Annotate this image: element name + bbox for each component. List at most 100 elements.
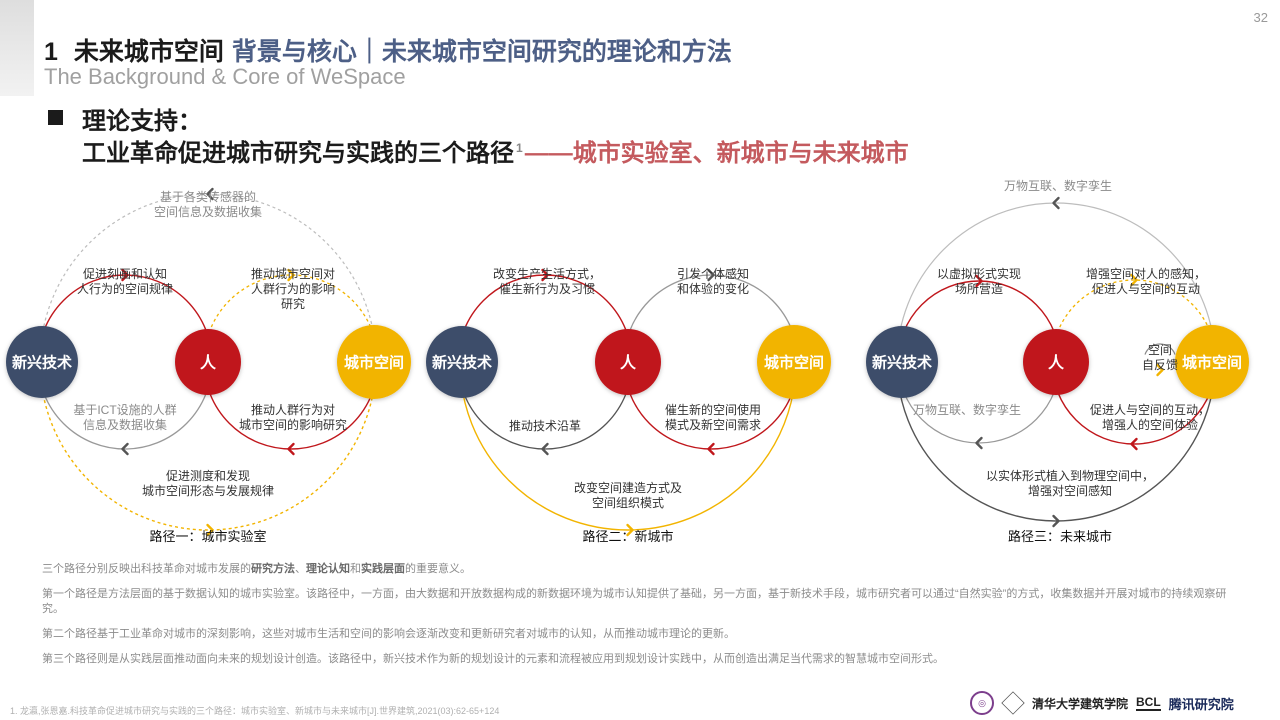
path1-human-node-circle (175, 329, 241, 395)
path1-outer-bottom-label-line: 促进测度和发现 (166, 468, 250, 483)
path3-left-top-arc (897, 280, 1061, 363)
path3-city-node-label: 城市空间 (1182, 353, 1242, 371)
path3-lower-left-label-line: 万物互联、数字孪生 (913, 402, 1021, 417)
tsinghua-seal-icon: ◎ (970, 691, 994, 715)
path1-lower-right-label-line: 城市空间的影响研究 (239, 417, 347, 432)
path3-city-node-circle (1175, 325, 1249, 399)
path1-right-bottom-arc (203, 361, 379, 450)
path1-lower-left-label-line: 信息及数据收集 (83, 417, 167, 432)
path1-right-top-chevron-icon (287, 268, 295, 282)
path2-city-node-label: 城市空间 (764, 353, 824, 371)
path3-right-top-chevron-icon (1130, 273, 1138, 287)
path2-right-top-chevron-icon (707, 268, 715, 282)
path2-upper-right-label: 引发个体感知和体验的变化 (677, 266, 749, 296)
note-path-three: 第三个路径则是从实践层面推动面向未来的规划设计创造。该路径中，新兴技术作为新的规… (42, 653, 944, 665)
path1-outer-top-chevron-icon (206, 187, 214, 201)
path1-upper-left-label: 促进刻画和认知人行为的空间规律 (77, 267, 173, 296)
path2-city-node-circle (757, 325, 831, 399)
path1-lower-right-label: 推动人群行为对城市空间的影响研究 (239, 403, 347, 432)
notes-section: 三个路径分别反映出科技革命对城市发展的研究方法、理论认知和实践层面的重要意义。 … (42, 562, 1242, 677)
path1-outer-bottom-label: 促进测度和发现城市空间形态与发展规律 (142, 468, 274, 498)
path1-outer-bottom-chevron-icon (206, 523, 214, 537)
path3-outer-bottom-label-line: 增强对空间感知 (1028, 483, 1112, 498)
path1-left-bottom-chevron-icon (121, 442, 129, 456)
path3-caption: 路径三：未来城市 (1008, 529, 1112, 544)
tencent-research-logo: 腾讯研究院 (1168, 696, 1234, 712)
page-number: 32 (1253, 10, 1268, 25)
path3-outer-top-label: 万物互联、数字孪生 (1004, 178, 1112, 193)
title-main: 未来城市空间 (73, 38, 224, 66)
path2-outer-bottom-chevron-icon (626, 523, 634, 537)
path2-caption: 路径二：新城市 (582, 529, 673, 544)
architecture-cube-icon (1001, 691, 1025, 715)
path1-upper-right-label-line: 人群行为的影响 (251, 281, 335, 296)
path1-city-node-circle (337, 325, 411, 399)
path1-upper-left-label-line: 促进刻画和认知 (83, 267, 167, 281)
path2-outer-bottom-label: 改变空间建造方式及空间组织模式 (574, 480, 682, 510)
path2-right-top-arc (623, 274, 799, 363)
path3-lower-right-label-line: 增强人的空间体验 (1102, 417, 1198, 432)
path3-upper-left-label: 以虚拟形式实现场所营造 (937, 266, 1021, 296)
path3-right-top-arc (1051, 279, 1217, 363)
path3-lower-right-label: 促进人与空间的互动，增强人的空间体验 (1090, 402, 1210, 432)
path2-right-bottom-chevron-icon (707, 442, 715, 456)
path2-lower-left-label: 推动技术沿革 (509, 419, 581, 433)
note-summary: 三个路径分别反映出科技革命对城市发展的研究方法、理论认知和实践层面的重要意义。 (42, 563, 471, 575)
path1-upper-right-label: 推动城市空间对人群行为的影响研究 (251, 266, 335, 311)
path2-outer-bottom-label-line: 空间组织模式 (592, 496, 664, 510)
path1-tech-node-label: 新兴技术 (12, 353, 72, 371)
section-number: 1 (44, 38, 58, 66)
path3-tech-node-label: 新兴技术 (872, 353, 932, 371)
path3-left-bottom-chevron-icon (975, 436, 983, 450)
path3-lower-left-label: 万物互联、数字孪生 (913, 402, 1021, 417)
path2-upper-left-label: 改变生产生活方式，催生新行为及习惯 (493, 266, 601, 296)
path1-caption: 路径一：城市实验室 (149, 529, 266, 544)
path1-human-node-label: 人 (200, 354, 217, 372)
path1-upper-left-label-line: 人行为的空间规律 (77, 281, 173, 296)
path3-upper-right-label-line: 增强空间对人的感知， (1086, 266, 1206, 281)
note-path-one: 第一个路径是方法层面的基于数据认知的城市实验室。该路径中，一方面，由大数据和开放… (42, 588, 1227, 615)
logo-bar: ◎ 清华大学建筑学院 BCL 腾讯研究院 (970, 690, 1270, 716)
path2-left-top-chevron-icon (541, 268, 549, 282)
path2-lower-right-label-line: 催生新的空间使用 (665, 402, 761, 417)
bullet-square-icon (48, 110, 63, 125)
path3-tech-node-circle (866, 326, 938, 398)
path1-outer-top-label-line: 空间信息及数据收集 (154, 204, 262, 219)
path3-outer-top-label-line: 万物互联、数字孪生 (1004, 178, 1112, 193)
path3-upper-left-label-line: 场所营造 (955, 282, 1003, 296)
bcl-logo: BCL (1136, 695, 1161, 711)
path3-feedback-label-line: 空间 (1148, 343, 1172, 357)
path3-right-bottom-chevron-icon (1130, 437, 1138, 451)
path1-outer-top-label: 基于各类传感器的空间信息及数据收集 (154, 189, 262, 219)
path1-outer-bottom-label-line: 城市空间形态与发展规律 (142, 483, 274, 498)
path3-outer-bottom-chevron-icon (1052, 514, 1060, 528)
path1-lower-right-label-line: 推动人群行为对 (251, 403, 335, 417)
path2-upper-right-label-line: 和体验的变化 (677, 281, 749, 296)
bullet-title: 理论支持： (82, 108, 202, 135)
path2-left-bottom-arc (457, 361, 633, 450)
path3-left-bottom-arc (897, 361, 1061, 444)
path1-outer-top-arc (39, 193, 377, 363)
three-paths-diagram: 新兴技术 人 城市空间 基于各类传感器的空间信息及数据收集促进刻画和认知人行为的空间规… (6, 178, 1249, 544)
path3-outer-bottom-label: 以实体形式植入到物理空间中，增强对空间感知 (986, 468, 1154, 498)
path2-outer-bottom-label-line: 改变空间建造方式及 (574, 480, 682, 495)
tsinghua-logo-text: 清华大学建筑学院 (1032, 696, 1129, 711)
path1-upper-right-label-line: 研究 (281, 296, 305, 311)
path3-upper-right-label: 增强空间对人的感知，促进人与空间的互动 (1086, 266, 1206, 296)
path3-outer-bottom-label-line: 以实体形式植入到物理空间中， (986, 468, 1154, 483)
path1-lower-left-label-line: 基于ICT设施的人群 (73, 402, 176, 417)
path2-tech-node-label: 新兴技术 (432, 353, 492, 371)
path2-upper-right-label-line: 引发个体感知 (677, 266, 749, 281)
path2-lower-left-label-line: 推动技术沿革 (509, 419, 581, 433)
path1-outer-bottom-arc (39, 361, 377, 531)
path3-upper-left-label-line: 以虚拟形式实现 (937, 266, 1021, 281)
path3-feedback-chevron-icon (1156, 363, 1164, 377)
path3-feedback-arc (1144, 343, 1176, 355)
note-path-two: 第二个路径基于工业革命对城市的深刻影响，这些对城市生活和空间的影响会逐渐改变和更… (42, 628, 735, 640)
path2-right-bottom-arc (623, 361, 799, 450)
path3-outer-bottom-arc (896, 361, 1216, 522)
path1-upper-right-label-line: 推动城市空间对 (251, 266, 335, 281)
path1-left-top-chevron-icon (121, 268, 129, 282)
